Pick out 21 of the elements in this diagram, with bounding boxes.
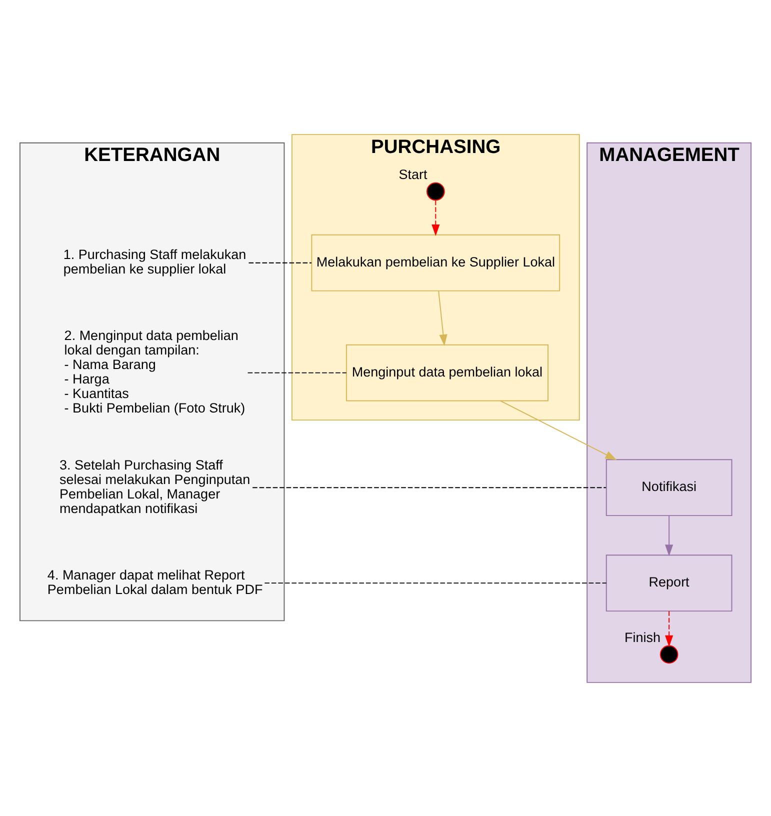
node-text: 1. Purchasing Staff melakukan pembelian ke supplier lokal: [63, 246, 246, 276]
arrow: [665, 514, 674, 556]
connector: [252, 486, 606, 488]
arrow: [500, 400, 617, 460]
connector: [247, 372, 347, 373]
node-text: 3. Setelah Purchasing Staff selesai melakukan Penginputan Pembelian Lokal, Manager mendapatkan notifikasi: [59, 456, 250, 516]
connector: [264, 582, 607, 584]
node-box: Notifikasi: [606, 458, 732, 516]
node-box: Melakukan pembelian ke Supplier Lokal: [311, 234, 560, 291]
node-label: Finish: [624, 630, 661, 645]
node-circle: [426, 182, 445, 200]
arrow: [665, 610, 674, 646]
arrow: [432, 199, 440, 236]
node-circle: [660, 644, 678, 664]
node-text: 4. Manager dapat melihat Report Pembelian Lokal dalam bentuk PDF: [47, 566, 263, 596]
node-box: Report: [606, 554, 732, 612]
node-label: Start: [398, 166, 428, 182]
connector: [248, 262, 312, 263]
arrow: [438, 290, 448, 346]
node-box: Menginput data pembelian lokal: [346, 344, 548, 401]
node-text: 2. Menginput data pembelian lokal dengan tampilan: - Nama Barang - Harga - Kuantitas - Bukti Pembelian (Foto Struk): [64, 328, 246, 416]
